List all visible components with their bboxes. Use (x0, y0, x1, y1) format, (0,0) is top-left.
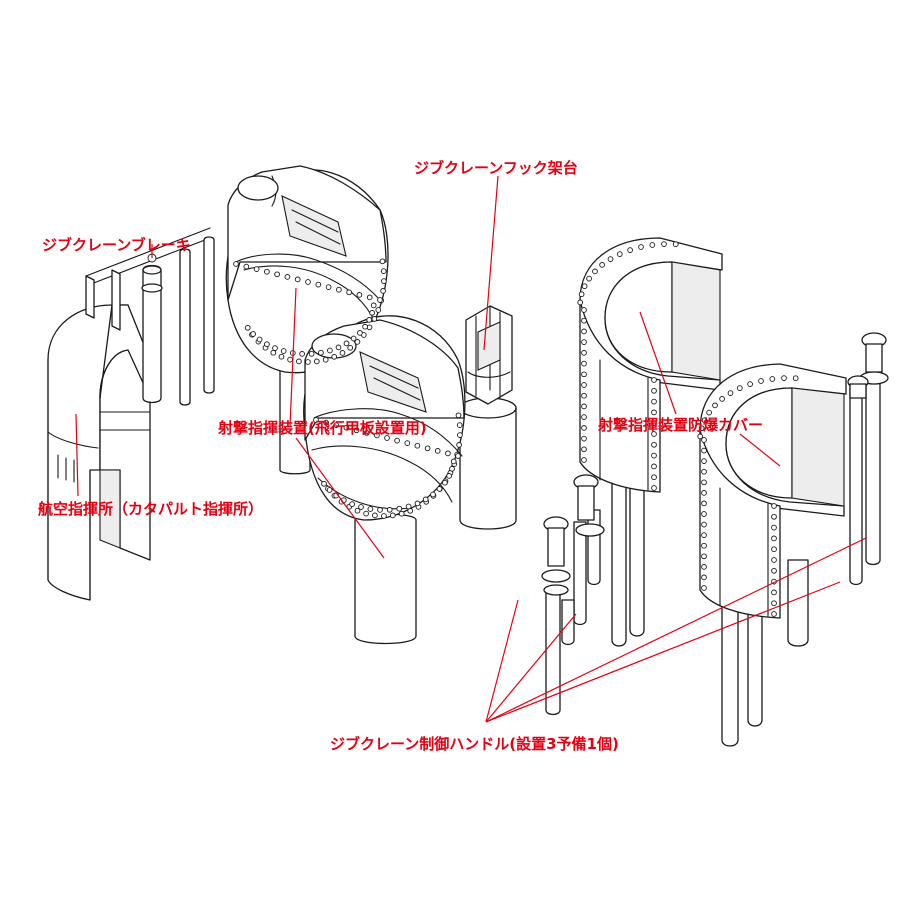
label-director-cover: 射撃指揮装置防爆カバー (597, 416, 763, 434)
label-control-handle: ジブクレーン制御ハンドル(設置3予備1個) (330, 735, 619, 753)
fire-director-front (303, 315, 466, 645)
jib-crane-hook-mount (459, 305, 517, 530)
jib-crane-brake (85, 227, 215, 406)
control-handles (541, 332, 889, 716)
label-aviation-command: 航空指揮所（カタパルト指揮所） (38, 500, 263, 518)
leader-lines (75, 175, 867, 723)
rivet-pattern (233, 241, 799, 617)
label-fire-director: 射撃指揮装置(飛行甲板設置用) (217, 419, 427, 437)
director-cover-back (579, 237, 723, 647)
label-brake: ジブクレーンブレーキ (42, 236, 191, 254)
aviation-command-post (47, 304, 151, 601)
label-hook-mount: ジブクレーンフック架台 (414, 159, 578, 177)
director-cover-front (699, 363, 847, 747)
fire-director-back (225, 165, 389, 475)
